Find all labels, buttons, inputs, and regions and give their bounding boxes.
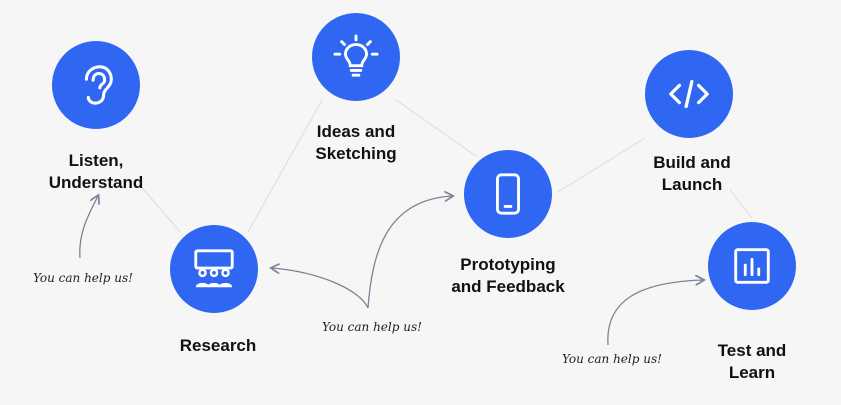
connector-research-ideas xyxy=(247,99,323,233)
smartphone-icon xyxy=(496,173,520,215)
step-label: Ideas and Sketching xyxy=(315,122,397,163)
code-icon-circle xyxy=(645,50,733,138)
bar-chart-icon xyxy=(734,248,770,284)
lightbulb-icon xyxy=(333,34,379,77)
ear-icon xyxy=(84,65,113,105)
note-arrow-2b xyxy=(367,196,452,309)
connector-build-test xyxy=(729,189,753,219)
people-board-icon-circle xyxy=(170,225,258,313)
smartphone-icon-circle xyxy=(464,150,552,238)
note-arrow-3 xyxy=(607,280,703,346)
help-note: You can help us! xyxy=(33,271,133,285)
help-note: You can help us! xyxy=(322,320,422,334)
connector-listen-research xyxy=(139,184,181,233)
connector-prototyping-build xyxy=(557,137,646,193)
note-arrow-2a xyxy=(272,268,369,309)
lightbulb-icon-circle xyxy=(312,13,400,101)
bar-chart-icon-circle xyxy=(708,222,796,310)
ear-icon-circle xyxy=(52,41,140,129)
step-label: Research xyxy=(179,336,257,355)
connector-ideas-prototyping xyxy=(395,99,477,157)
code-icon xyxy=(669,79,709,109)
people-board-icon xyxy=(194,249,234,288)
step-label: Listen, Understand xyxy=(48,151,144,192)
help-note: You can help us! xyxy=(562,352,662,366)
note-arrow-1 xyxy=(79,196,98,259)
step-label: Test and Learn xyxy=(717,341,787,382)
step-label: Prototyping and Feedback xyxy=(451,255,565,296)
step-label: Build and Launch xyxy=(653,153,731,194)
